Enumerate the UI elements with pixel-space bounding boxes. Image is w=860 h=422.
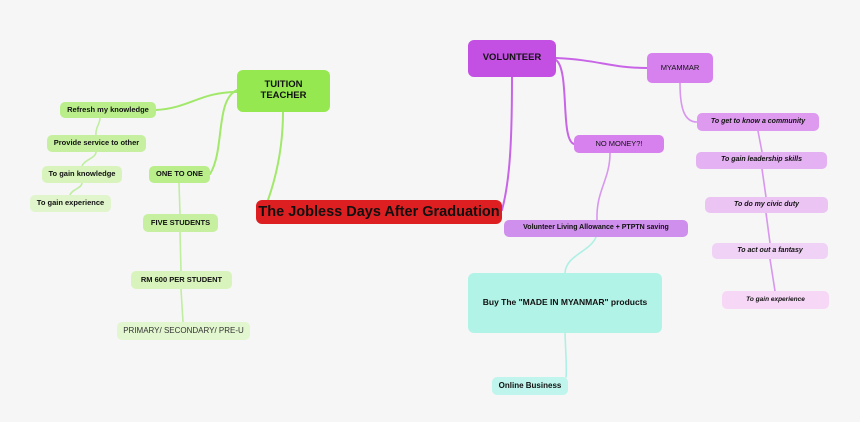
subtopic-label: Online Business	[498, 381, 562, 391]
subtopic-label: PRIMARY/ SECONDARY/ PRE-U	[123, 326, 244, 336]
subtopic-primary-secondary-preu[interactable]: PRIMARY/ SECONDARY/ PRE-U	[117, 322, 250, 340]
topic-volunteer-label: VOLUNTEER	[482, 52, 542, 64]
subtopic-no-money[interactable]: NO MONEY?!	[574, 135, 664, 153]
subtopic-myammar[interactable]: MYAMMAR	[647, 53, 713, 83]
subtopic-label: Refresh my knowledge	[67, 104, 149, 114]
subtopic-label: MYAMMAR	[660, 62, 700, 72]
subtopic-label: NO MONEY?!	[595, 138, 643, 148]
subtopic-label: To gain experience	[746, 296, 805, 304]
subtopic-label: Buy The "MADE IN MYANMAR" products	[482, 297, 648, 308]
subtopic-buy-made-in-myanmar[interactable]: Buy The "MADE IN MYANMAR" products	[468, 273, 662, 333]
subtopic-know-community[interactable]: To get to know a community	[697, 113, 819, 131]
subtopic-label: FIVE STUDENTS	[150, 217, 211, 227]
topic-tuition-teacher-line1: TUITION	[264, 79, 303, 91]
topic-tuition-teacher-line2: TEACHER	[260, 90, 307, 101]
subtopic-online-business[interactable]: Online Business	[492, 377, 568, 395]
subtopic-label: To gain leadership skills	[720, 156, 803, 164]
subtopic-one-to-one[interactable]: ONE TO ONE	[149, 166, 210, 183]
subtopic-label: To gain knowledge	[48, 169, 116, 179]
subtopic-label: To act out a fantasy	[737, 246, 803, 254]
subtopic-label: To get to know a community	[710, 117, 806, 125]
subtopic-label: ONE TO ONE	[156, 169, 203, 179]
subtopic-gain-experience-tuition[interactable]: To gain experience	[30, 195, 111, 212]
topic-volunteer[interactable]: VOLUNTEER	[468, 40, 556, 77]
subtopic-refresh-knowledge[interactable]: Refresh my knowledge	[60, 102, 156, 118]
subtopic-label: To gain experience	[36, 198, 105, 208]
subtopic-label: Volunteer Living Allowance + PTPTN savin…	[523, 224, 669, 232]
central-topic[interactable]: The Jobless Days After Graduation	[256, 200, 502, 224]
subtopic-gain-experience-volunteer[interactable]: To gain experience	[722, 291, 829, 309]
subtopic-act-out-fantasy[interactable]: To act out a fantasy	[712, 243, 828, 259]
subtopic-label: RM 600 PER STUDENT	[140, 274, 223, 284]
subtopic-label: Provide service to other	[53, 138, 140, 148]
topic-tuition-teacher[interactable]: TUITION TEACHER	[237, 70, 330, 112]
subtopic-gain-knowledge[interactable]: To gain knowledge	[42, 166, 122, 183]
subtopic-rm600-per-student[interactable]: RM 600 PER STUDENT	[131, 271, 232, 289]
subtopic-five-students[interactable]: FIVE STUDENTS	[143, 214, 218, 232]
subtopic-civic-duty[interactable]: To do my civic duty	[705, 197, 828, 213]
subtopic-living-allowance[interactable]: Volunteer Living Allowance + PTPTN savin…	[504, 220, 688, 237]
subtopic-label: To do my civic duty	[733, 200, 800, 208]
subtopic-provide-service[interactable]: Provide service to other	[47, 135, 146, 152]
central-topic-label: The Jobless Days After Graduation	[258, 203, 500, 220]
subtopic-leadership-skills[interactable]: To gain leadership skills	[696, 152, 827, 169]
